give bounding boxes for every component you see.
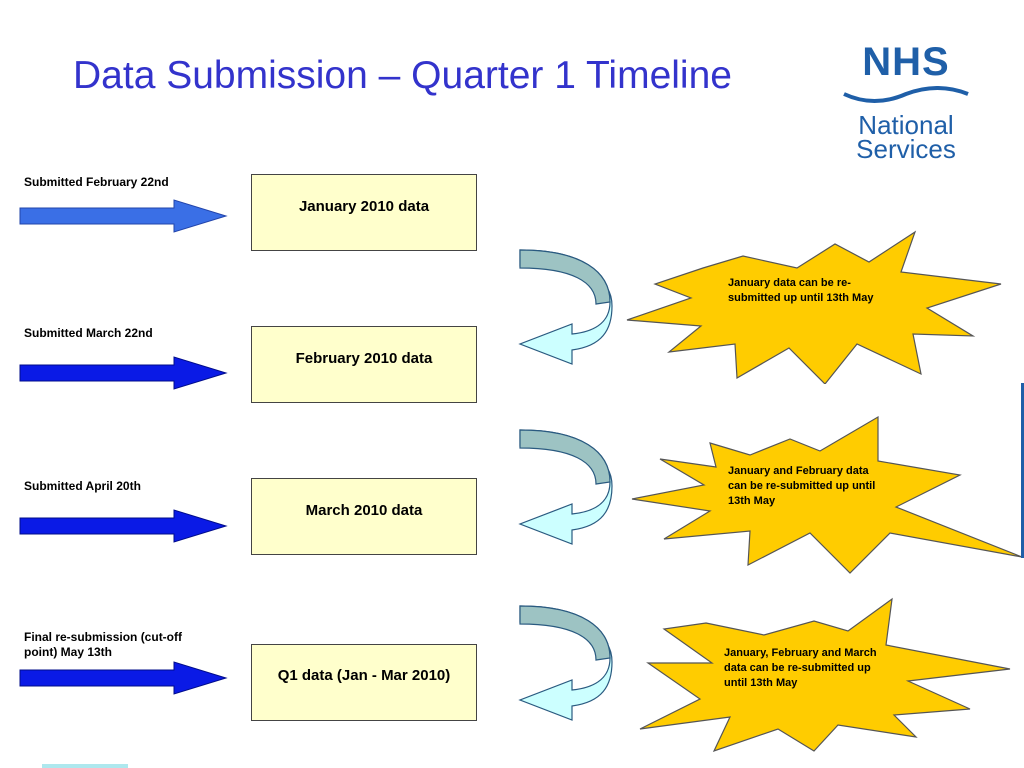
wave-icon [843, 86, 969, 103]
curved-arrow-icon [518, 249, 613, 365]
right-arrow-icon [19, 509, 228, 543]
submission-label-2: Submitted March 22nd [24, 326, 153, 340]
burst-text-1: January data can be re-submitted up unti… [728, 277, 874, 304]
burst-text-3: January, February and March data can be … [724, 647, 877, 689]
right-arrow-icon [19, 661, 228, 695]
logo-services: Services [856, 134, 956, 164]
submission-label-1: Submitted February 22nd [24, 175, 169, 189]
logo-national: National [858, 110, 954, 140]
curved-arrow-icon [518, 605, 613, 721]
edge-bar [1021, 383, 1024, 558]
right-arrow-icon [19, 356, 228, 390]
nhs-logo: NHS National Services [842, 40, 970, 164]
data-box-march: March 2010 data [251, 478, 477, 555]
right-arrow-icon [19, 199, 228, 233]
logo-nhs-text: NHS [862, 40, 950, 84]
starburst-2 [631, 415, 1023, 574]
data-box-q1: Q1 data (Jan - Mar 2010) [251, 644, 477, 721]
starburst-1 [626, 230, 1002, 384]
burst-text-2: January and February data can be re-subm… [728, 465, 876, 507]
page-title: Data Submission – Quarter 1 Timeline [73, 54, 732, 97]
submission-label-4: Final re-submission (cut-off point) May … [24, 630, 183, 659]
corner-bar [42, 764, 128, 768]
submission-label-3: Submitted April 20th [24, 479, 141, 493]
data-box-january: January 2010 data [251, 174, 477, 251]
curved-arrow-icon [518, 429, 613, 545]
starburst-3 [639, 597, 1011, 753]
data-box-february: February 2010 data [251, 326, 477, 403]
